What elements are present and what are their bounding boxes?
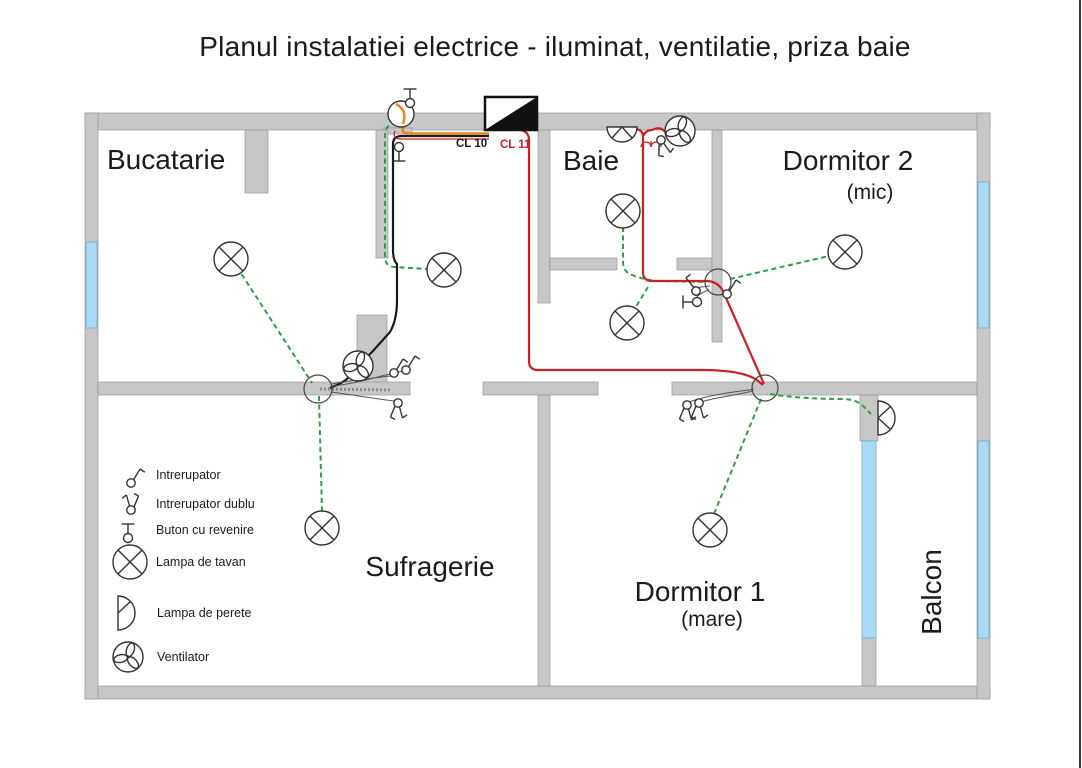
room-label-baie: Baie	[563, 145, 620, 176]
push-button-hall	[682, 294, 703, 310]
junction-box-living	[303, 374, 333, 404]
ceiling-lamp-hall	[426, 252, 462, 288]
legend-icons	[112, 468, 148, 673]
room-label-balcon: Balcon	[916, 549, 947, 635]
circuit-label-cl11: CL 11	[500, 139, 531, 151]
ceiling-lamp-bath-1	[605, 193, 641, 229]
ceiling-lamp-bedroom1	[692, 512, 728, 548]
room-sublabel-dormitor2: (mic)	[846, 181, 894, 204]
switch-living-2	[401, 355, 421, 375]
push-button-icon	[120, 523, 136, 544]
wall-lamp-icon	[117, 595, 136, 631]
switch-hall-2	[722, 279, 742, 299]
room-sublabel-dormitor1: (mare)	[681, 608, 743, 631]
junction-box-hall	[704, 268, 732, 296]
switch-double-living	[389, 398, 408, 421]
legend-label-buton-cu-revenire: Buton cu revenire	[156, 523, 254, 537]
black-circuit-cl10	[329, 134, 489, 390]
living-bedroom1-wall	[537, 394, 551, 687]
kitchen-duct	[375, 129, 389, 259]
bath-left-wall	[537, 129, 551, 304]
room-label-bucatarie: Bucatarie	[107, 144, 226, 175]
junction-boxes	[303, 268, 779, 404]
ceiling-lamp-kitchen	[213, 241, 249, 277]
room-label-dormitor2: Dormitor 2	[782, 145, 914, 176]
switch-double-bedroom1-b	[690, 398, 709, 421]
fan-bathroom	[664, 115, 696, 147]
wall-lamp-bath	[606, 126, 638, 143]
legend-label-lampa-de-perete: Lampa de perete	[157, 606, 252, 620]
kitchen-window	[85, 241, 98, 329]
room-label-sufragerie: Sufragerie	[365, 551, 495, 582]
ceiling-lamp-living	[304, 510, 340, 546]
kitchen-wall-stub	[244, 129, 269, 194]
windows	[85, 181, 990, 639]
legend-label-intrerupator: Intrerupator	[156, 468, 221, 482]
switch-double-icon	[121, 492, 140, 515]
green-lighting-wires	[236, 120, 872, 515]
room-label-dormitor1: Dormitor 1	[634, 576, 766, 607]
fan-icon	[112, 641, 144, 673]
distribution-panel	[483, 95, 539, 132]
legend-label-ventilator: Ventilator	[157, 650, 210, 664]
legend-label-intrerupator-dublu: Intrerupator dublu	[156, 497, 255, 511]
red-circuit-cl11	[393, 126, 766, 386]
balcony-window-right	[977, 440, 990, 639]
ceiling-lamp-bath-2	[609, 305, 645, 341]
ceiling-lamp-icon	[112, 544, 148, 580]
bedroom2-window	[977, 181, 990, 329]
page-border	[1079, 0, 1081, 768]
bedroom2-left-wall	[711, 129, 723, 343]
push-button-entrance	[391, 141, 407, 162]
fan-kitchen-duct	[342, 350, 374, 382]
balcony-window-left	[861, 440, 877, 639]
circuit-label-cl10: CL 10	[456, 138, 488, 150]
junction-box-bedroom1	[751, 374, 779, 402]
legend-label-lampa-de-tavan: Lampa de tavan	[156, 555, 246, 569]
wall-lamp-balcony	[877, 400, 896, 436]
switch-single-icon	[126, 468, 146, 488]
page-title: Planul instalatiei electrice - iluminat,…	[199, 31, 911, 62]
push-button-outside	[402, 88, 418, 109]
ceiling-lamp-bedroom2	[827, 234, 863, 270]
